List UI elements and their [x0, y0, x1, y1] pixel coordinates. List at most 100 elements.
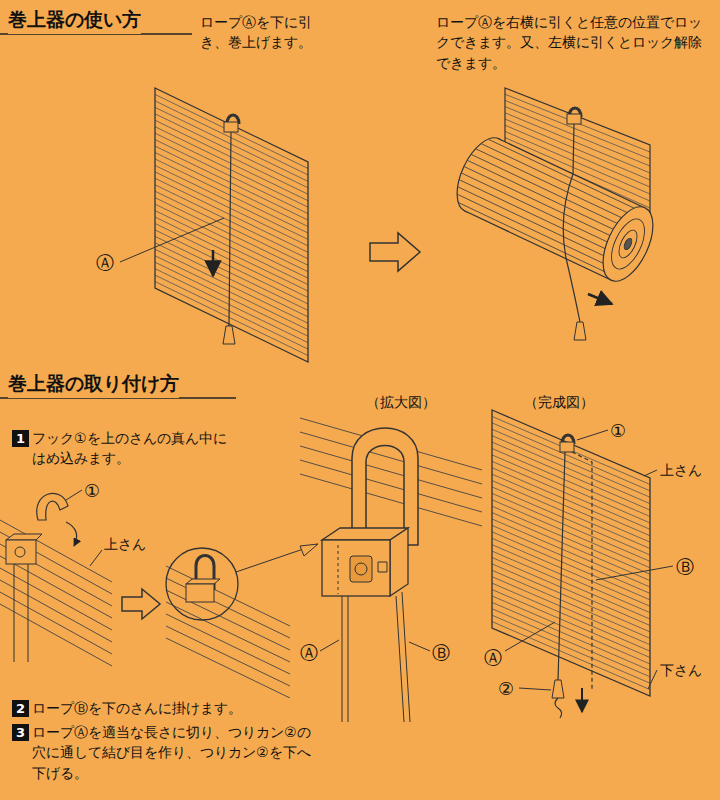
completed-figure-part-part [492, 455, 650, 523]
part-name: 上さん [660, 460, 702, 480]
callout-number: ① [610, 418, 626, 444]
completed-figure-part [581, 688, 583, 712]
completed-figure-part-part [492, 609, 650, 677]
instruction-text: ロープⒶを下に引き、巻上げます。 [200, 12, 332, 53]
rolled-blind-figure-part [588, 294, 612, 304]
view-caption: （拡大図） [366, 392, 436, 412]
flow-arrow [122, 233, 420, 619]
view-caption: （完成図） [524, 392, 594, 412]
hook-fitting-figure-part [66, 490, 82, 500]
enlarged-figure-part-part [300, 446, 482, 498]
hook-fitting-figure-part [90, 550, 102, 566]
blind-figure-part [224, 122, 238, 132]
instruction-text: ロープⒶを右横に引くと任意の位置でロックできます。又、左横に引くとロック解除でき… [436, 12, 714, 73]
rolled-blind-figure-part-part [458, 187, 619, 263]
hook-fitting-figure-part-part [0, 532, 112, 594]
blind-figure-part [120, 218, 224, 262]
hook-fitting-figure-part [15, 547, 25, 557]
completed-figure-part-part [492, 557, 650, 625]
completed-figure-part-part [492, 513, 650, 581]
rolled-blind-figure [447, 88, 663, 340]
hook-detail-figure-part [166, 566, 290, 698]
completed-figure-part [492, 416, 650, 689]
callout-letter: Ⓑ [676, 554, 694, 580]
rolled-blind-figure-part-part [457, 194, 616, 269]
completed-figure-part-part [492, 538, 650, 606]
enlarged-figure-part [350, 556, 372, 582]
enlarged-figure-part [396, 596, 404, 722]
blind-figure-part [229, 132, 231, 326]
step-number-box: 2 [12, 700, 29, 717]
hook-fitting-figure-part [28, 564, 29, 662]
rolled-blind-figure-part-part [459, 180, 622, 257]
step-text: ロープⒷを下のさんに掛けます。 [32, 698, 322, 718]
blind-figure-part-part [155, 282, 308, 356]
rolled-blind-figure-part [593, 199, 663, 288]
blind-figure [120, 88, 308, 362]
hook-detail-figure-part-part [166, 614, 290, 674]
completed-figure-part-part [492, 423, 650, 491]
callout-number: ① [84, 478, 100, 504]
completed-figure-part-part [492, 577, 650, 645]
rolled-blind-figure-part-part [505, 100, 650, 159]
completed-figure-part-part [492, 487, 650, 555]
enlarged-figure-part [378, 562, 387, 572]
completed-figure-part [648, 670, 657, 689]
callout-letter: Ⓐ [96, 250, 114, 276]
callout-letter: Ⓐ [484, 645, 502, 671]
completed-figure-part-part [492, 493, 650, 561]
enlarged-figure-part [320, 640, 339, 651]
completed-figure-part-part [492, 525, 650, 593]
completed-figure-part [596, 566, 673, 580]
completed-figure-part [558, 452, 565, 680]
rolled-blind-figure-part [567, 114, 581, 124]
rolled-blind-figure-part [563, 124, 580, 322]
hook-fitting-figure-part [0, 520, 112, 666]
rolled-blind-figure-part-part [458, 202, 613, 275]
step-number: 3 [16, 726, 25, 739]
rolled-blind-figure-part [465, 211, 611, 280]
enlarged-figure-part [390, 528, 408, 596]
completed-figure [492, 410, 673, 718]
enlarged-figure [300, 418, 482, 722]
enlarged-figure-part-part [300, 474, 482, 526]
completed-figure-part [552, 680, 564, 698]
enlarged-figure-part [402, 592, 410, 722]
rolled-blind-figure-part [499, 139, 645, 208]
completed-figure-part-part [492, 551, 650, 619]
hook-fitting-figure-part [37, 493, 68, 520]
blind-figure-part [223, 326, 235, 344]
part-name: 下さん [660, 660, 702, 680]
completed-figure-part [560, 442, 574, 452]
hook-detail-figure-part-part [166, 638, 290, 698]
completed-figure-part [577, 430, 608, 440]
step-number: 2 [16, 702, 25, 715]
enlarged-figure-part [322, 540, 390, 596]
completed-figure-part [492, 410, 650, 696]
hook-detail-figure-part [236, 544, 318, 572]
completed-figure-part [505, 622, 555, 651]
completed-figure-part-part [492, 448, 650, 516]
blind-figure-part [212, 250, 215, 276]
enlarged-figure-part [338, 545, 339, 594]
rolled-blind-figure-part-part [461, 173, 625, 250]
hook-fitting-figure-part-part [0, 520, 112, 582]
rolled-blind-figure-part [623, 237, 634, 250]
hook-fitting-figure-part-part [0, 580, 112, 642]
rolled-blind-figure-part-part [464, 166, 628, 244]
completed-figure-part-part [492, 622, 650, 690]
completed-figure-part-part [492, 602, 650, 670]
completed-figure-part [519, 688, 551, 690]
completed-figure-part-part [492, 468, 650, 536]
section-heading: 巻上器の使い方 [8, 6, 141, 34]
completed-figure-part-part [492, 481, 650, 549]
hook-detail-figure-part [166, 548, 238, 620]
step-text: ロープⒶを適当な長さに切り、つりカン②の穴に通して結び目を作り、つりカン②を下へ… [32, 722, 322, 783]
step-number: 1 [16, 432, 25, 445]
completed-figure-part-part [492, 570, 650, 638]
blind-figure-part-part [155, 275, 308, 349]
completed-figure-part-part [492, 519, 650, 587]
blind-figure-part [155, 94, 308, 355]
completed-figure-part-part [492, 615, 650, 683]
heading-underline [0, 34, 236, 398]
